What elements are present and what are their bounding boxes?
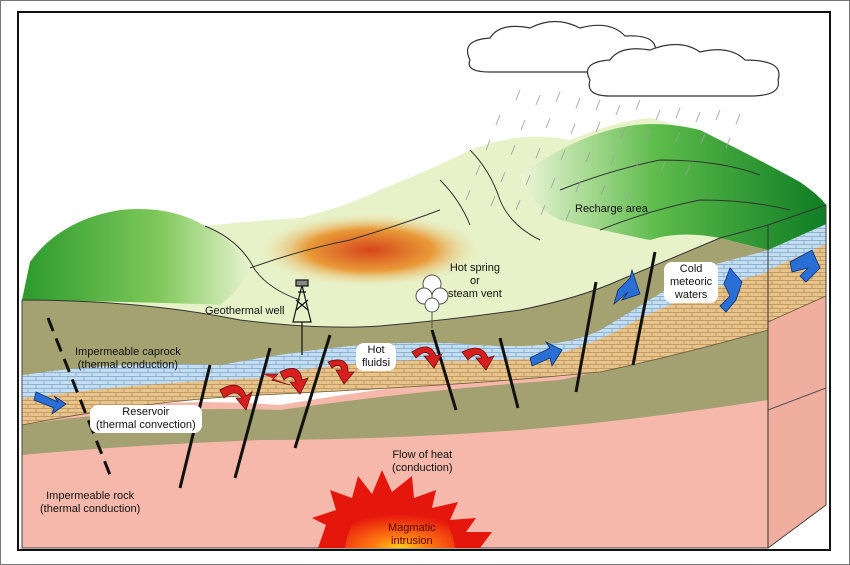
drill-rig-icon — [292, 279, 312, 355]
left-hill — [22, 209, 250, 305]
label-impermeable-caprock: Impermeable caprock (thermal conduction) — [75, 346, 181, 371]
cloud-icon — [466, 20, 780, 97]
label-recharge-area: Recharge area — [575, 203, 648, 215]
fault-line-icon — [46, 251, 657, 489]
lower-caprock — [22, 330, 768, 455]
hot-zone — [255, 212, 485, 288]
magma-burst-icon — [312, 470, 492, 548]
label-flow-of-heat: Flow of heat (conduction) — [392, 449, 453, 474]
label-cold-meteoric-waters: Cold meteoric waters — [664, 262, 719, 303]
reservoir-blue-band — [22, 250, 768, 398]
basement-side — [768, 296, 826, 548]
label-magmatic-intrusion: Magmatic intrusion — [388, 522, 436, 547]
label-geothermal-well: Geothermal well — [205, 305, 285, 317]
recharge-hills — [520, 124, 826, 250]
label-hot-fluids: Hot fluidsi — [356, 343, 397, 371]
cold-arrow-icon — [33, 249, 821, 416]
label-hot-spring: Hot spring or steam vent — [448, 262, 502, 300]
steam-plume-icon — [415, 274, 449, 328]
rain-icon — [465, 89, 741, 221]
upper-caprock — [22, 225, 768, 375]
ridge-lines — [21, 149, 827, 548]
label-reservoir: Reservoir (thermal convection) — [90, 405, 202, 433]
hot-arrow-icon — [219, 346, 495, 411]
label-impermeable-rock: Impermeable rock (thermal conduction) — [40, 490, 141, 515]
